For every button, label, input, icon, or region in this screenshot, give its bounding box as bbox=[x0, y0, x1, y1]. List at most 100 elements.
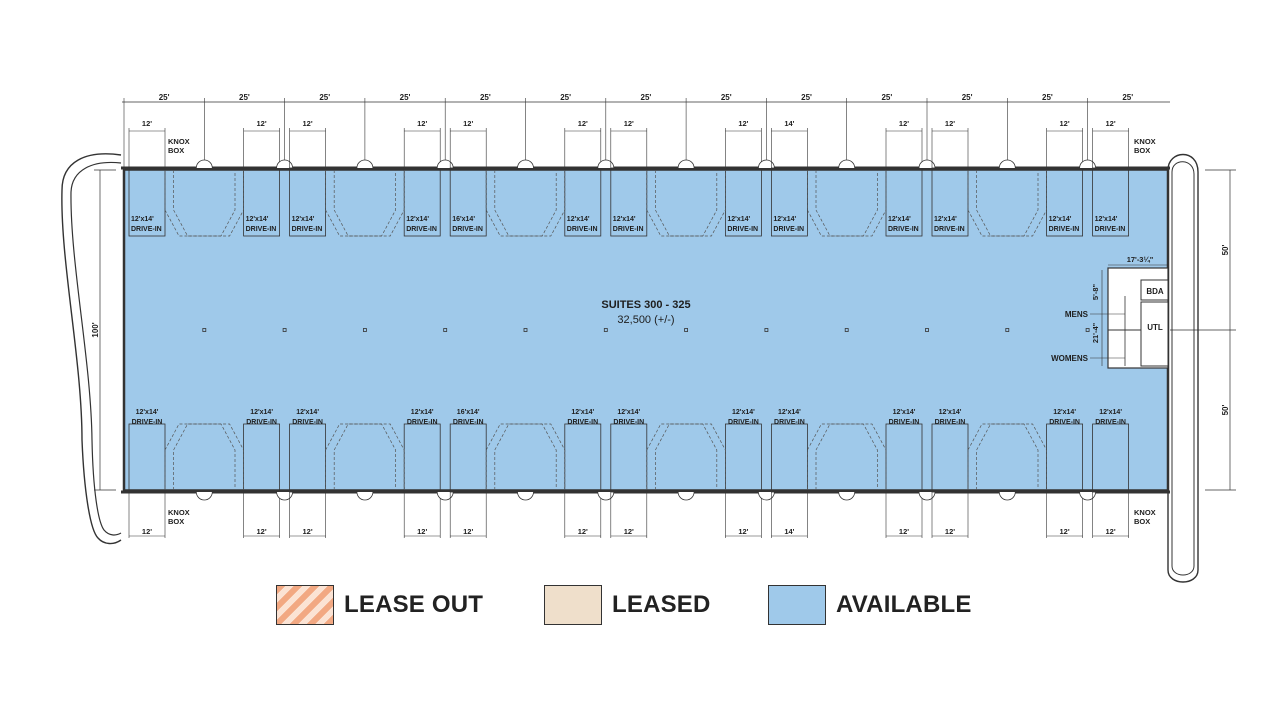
door-width-bottom: 12' bbox=[303, 527, 313, 536]
man-door-top[interactable] bbox=[276, 159, 293, 169]
man-door-bottom[interactable] bbox=[677, 491, 695, 501]
door-size-top: 12'x14' bbox=[406, 216, 429, 223]
door-width-bottom: 12' bbox=[417, 527, 427, 536]
door-clearance-top bbox=[655, 170, 726, 237]
bay-width-label: 25' bbox=[641, 93, 652, 102]
drive-in-door-bottom[interactable] bbox=[403, 423, 441, 493]
door-type-top: DRIVE-IN bbox=[246, 226, 277, 233]
core-width-dim: 17'-3¼" bbox=[1127, 255, 1154, 264]
door-width-top: 12' bbox=[417, 119, 427, 128]
column-marker bbox=[282, 328, 287, 332]
door-size-top: 12'x14' bbox=[292, 216, 315, 223]
driveway-right bbox=[1167, 154, 1199, 583]
door-type-bottom: DRIVE-IN bbox=[774, 419, 805, 426]
door-width-bottom: 12' bbox=[1106, 527, 1116, 536]
man-door-top[interactable] bbox=[998, 159, 1016, 169]
man-door-bottom[interactable] bbox=[597, 491, 615, 501]
drive-in-door-top[interactable] bbox=[243, 167, 281, 237]
bay-width-label: 25' bbox=[159, 93, 170, 102]
door-width-top: 12' bbox=[578, 119, 588, 128]
door-type-bottom: DRIVE-IN bbox=[567, 419, 598, 426]
door-width-bottom: 12' bbox=[142, 527, 152, 536]
bay-width-label: 25' bbox=[881, 93, 892, 102]
door-type-bottom: DRIVE-IN bbox=[292, 419, 323, 426]
drive-in-door-top[interactable] bbox=[885, 167, 923, 237]
door-width-top: 14' bbox=[784, 119, 794, 128]
drive-in-door-bottom[interactable] bbox=[564, 423, 602, 493]
utl-room[interactable] bbox=[1140, 301, 1169, 367]
bay-width-label: 25' bbox=[239, 93, 250, 102]
door-size-top: 12'x14' bbox=[1095, 216, 1118, 223]
drive-in-door-top[interactable] bbox=[725, 167, 762, 237]
column-marker bbox=[443, 328, 448, 332]
drive-in-door-top[interactable] bbox=[403, 167, 441, 237]
drive-in-door-bottom[interactable] bbox=[1092, 423, 1129, 493]
man-door-top[interactable] bbox=[758, 159, 775, 169]
door-size-bottom: 12'x14' bbox=[732, 409, 755, 416]
man-door-bottom[interactable] bbox=[838, 491, 856, 501]
bay-width-label: 25' bbox=[1122, 93, 1133, 102]
core-mid-dim: 21'-4" bbox=[1091, 322, 1100, 343]
door-type-bottom: DRIVE-IN bbox=[728, 419, 759, 426]
bda-room[interactable] bbox=[1140, 279, 1169, 301]
drive-in-door-bottom[interactable] bbox=[243, 423, 281, 493]
door-type-top: DRIVE-IN bbox=[773, 226, 804, 233]
man-door-bottom[interactable] bbox=[356, 491, 374, 501]
man-door-top[interactable] bbox=[918, 159, 936, 169]
man-door-bottom[interactable] bbox=[1079, 491, 1096, 501]
door-clearance-top bbox=[976, 170, 1047, 237]
door-width-bottom: 12' bbox=[624, 527, 634, 536]
door-clearance-bottom bbox=[976, 423, 1047, 490]
door-size-top: 16'x14' bbox=[452, 216, 475, 223]
drive-in-door-top[interactable] bbox=[1092, 167, 1129, 237]
door-type-bottom: DRIVE-IN bbox=[1095, 419, 1126, 426]
drive-in-door-top[interactable] bbox=[564, 167, 602, 237]
overall-depth-dim: 100' bbox=[91, 322, 100, 337]
available-space[interactable] bbox=[123, 169, 1169, 491]
door-width-top: 12' bbox=[945, 119, 955, 128]
column-marker bbox=[362, 328, 367, 332]
door-size-bottom: 12'x14' bbox=[1099, 409, 1122, 416]
door-size-bottom: 12'x14' bbox=[893, 409, 916, 416]
column-marker bbox=[684, 328, 688, 332]
door-type-bottom: DRIVE-IN bbox=[613, 419, 644, 426]
column-marker bbox=[1005, 328, 1010, 332]
man-door-bottom[interactable] bbox=[436, 491, 454, 501]
man-door-top[interactable] bbox=[517, 159, 534, 169]
door-clearance-top bbox=[815, 170, 887, 237]
man-door-top[interactable] bbox=[838, 159, 856, 169]
man-door-bottom[interactable] bbox=[758, 491, 775, 501]
man-door-bottom[interactable] bbox=[195, 491, 213, 501]
bay-width-label: 25' bbox=[400, 93, 411, 102]
drive-in-door-bottom[interactable] bbox=[725, 423, 762, 493]
half-depth-dim-top: 50' bbox=[1221, 245, 1230, 256]
door-width-bottom: 12' bbox=[899, 527, 909, 536]
man-door-bottom[interactable] bbox=[998, 491, 1016, 501]
door-clearance-top bbox=[333, 170, 405, 237]
man-door-top[interactable] bbox=[677, 159, 695, 169]
door-size-top: 12'x14' bbox=[727, 216, 750, 223]
drive-in-door-bottom[interactable] bbox=[885, 423, 923, 493]
drive-in-door-bottom[interactable] bbox=[1046, 423, 1083, 493]
door-size-top: 12'x14' bbox=[246, 216, 269, 223]
legend-item-lease-out: LEASE OUT bbox=[276, 584, 483, 626]
door-type-bottom: DRIVE-IN bbox=[889, 419, 920, 426]
man-door-top[interactable] bbox=[436, 159, 454, 169]
man-door-top[interactable] bbox=[597, 159, 615, 169]
door-size-bottom: 12'x14' bbox=[296, 409, 319, 416]
driveway-left-inner bbox=[70, 161, 122, 536]
door-size-top: 12'x14' bbox=[1049, 216, 1072, 223]
man-door-bottom[interactable] bbox=[276, 491, 293, 501]
man-door-top[interactable] bbox=[195, 159, 213, 169]
door-size-bottom: 12'x14' bbox=[571, 409, 594, 416]
door-size-bottom: 12'x14' bbox=[250, 409, 273, 416]
bays-layer: 25' 12' 12'x14' DRIVE-IN 12' 12'x14' DRIVE-IN 2… bbox=[122, 93, 1170, 538]
door-clearance-top bbox=[494, 170, 566, 237]
drive-in-door-top[interactable] bbox=[1046, 167, 1083, 237]
man-door-top[interactable] bbox=[1079, 159, 1096, 169]
man-door-bottom[interactable] bbox=[918, 491, 936, 501]
door-size-top: 12'x14' bbox=[773, 216, 796, 223]
man-door-bottom[interactable] bbox=[517, 491, 534, 501]
door-width-top: 12' bbox=[624, 119, 634, 128]
man-door-top[interactable] bbox=[356, 159, 374, 169]
